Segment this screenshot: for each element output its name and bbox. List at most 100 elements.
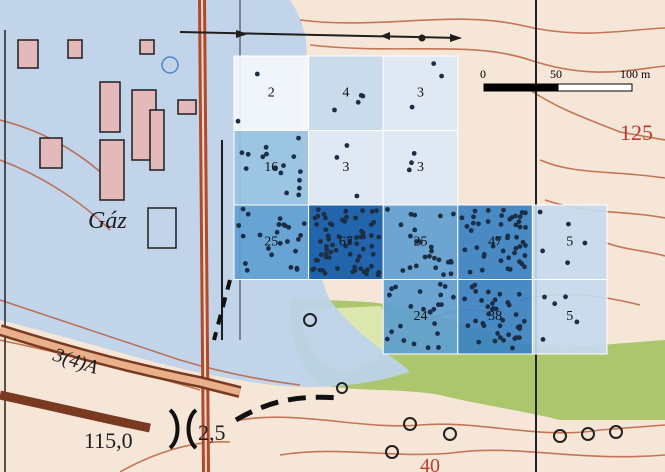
observation-point (495, 331, 500, 336)
observation-point (332, 107, 337, 113)
observation-point (445, 259, 451, 265)
observation-point (297, 177, 302, 183)
observation-point (376, 234, 382, 240)
observation-point (375, 272, 381, 278)
observation-point (467, 269, 473, 275)
observation-point (347, 251, 353, 257)
observation-point (344, 214, 349, 220)
observation-point (505, 233, 511, 239)
cell-count-label: 5 (566, 309, 573, 324)
observation-point (315, 207, 321, 213)
observation-point (288, 265, 294, 270)
observation-point (462, 247, 468, 253)
observation-point (409, 160, 414, 166)
observation-point (245, 151, 251, 157)
scale-tick-100: 100 m (620, 67, 651, 81)
observation-point (356, 254, 362, 259)
observation-point (293, 248, 298, 254)
observation-point (462, 296, 467, 302)
observation-point (245, 211, 251, 217)
observation-point (374, 208, 379, 214)
cell-count-label: 3 (342, 160, 349, 175)
bridge-symbol (168, 408, 198, 450)
road-fill (0, 326, 241, 396)
observation-point (385, 207, 390, 212)
observation-point (486, 311, 492, 317)
observation-point (474, 245, 480, 251)
observation-point (339, 217, 345, 223)
observation-point (473, 289, 479, 294)
observation-point (355, 258, 360, 263)
observation-point (425, 345, 431, 351)
observation-point (427, 309, 433, 315)
grid-cell[interactable] (531, 279, 608, 355)
observation-point (512, 250, 517, 256)
observation-point (298, 169, 303, 175)
observation-point (235, 118, 241, 124)
observation-point (582, 240, 588, 246)
observation-point (369, 243, 375, 249)
observation-point (298, 233, 303, 238)
observation-point (517, 244, 523, 249)
observation-point (294, 267, 300, 272)
observation-point (314, 221, 320, 227)
observation-point (523, 225, 528, 230)
observation-point (517, 214, 523, 220)
observation-point (517, 323, 523, 329)
observation-point (354, 193, 360, 199)
observation-point (412, 227, 418, 233)
power-pole (418, 34, 426, 42)
observation-point (358, 266, 364, 272)
observation-point (491, 306, 496, 311)
observation-point (479, 298, 484, 303)
observation-point (323, 227, 329, 233)
observation-point (315, 213, 321, 219)
grid-cell[interactable] (382, 55, 459, 131)
grid-cell[interactable] (382, 130, 459, 206)
cell-count-label: 25 (264, 235, 278, 250)
observation-point (324, 246, 329, 252)
observation-point (431, 61, 437, 66)
observation-point (369, 263, 374, 269)
observation-point (442, 284, 448, 289)
observation-point (409, 104, 415, 110)
observation-point (497, 323, 503, 329)
observation-point (296, 237, 301, 242)
observation-point (451, 294, 456, 300)
observation-point (350, 269, 356, 275)
observation-point (243, 261, 248, 266)
observation-point (400, 268, 406, 273)
observation-point (369, 209, 375, 214)
observation-point (435, 331, 440, 336)
power-line-arrow (450, 34, 462, 42)
observation-point (336, 234, 342, 240)
observation-points (235, 61, 588, 351)
observation-point (540, 337, 546, 342)
observation-point (296, 192, 302, 198)
observation-point (437, 281, 443, 287)
observation-point (266, 246, 271, 251)
observation-point (481, 323, 487, 329)
observation-point (428, 244, 434, 250)
observation-point (537, 209, 543, 215)
observation-point (296, 135, 301, 141)
observation-point (522, 264, 527, 270)
observation-point (323, 251, 329, 257)
observation-point (263, 144, 269, 150)
observation-point (315, 258, 320, 263)
observation-point (285, 239, 290, 244)
observation-point (433, 265, 439, 271)
observation-point (333, 247, 339, 253)
observation-point (520, 239, 526, 245)
observation-point (500, 317, 506, 323)
observation-point (485, 289, 491, 295)
cell-count-label: 3 (417, 160, 424, 175)
observation-point (512, 336, 518, 341)
grid-cell[interactable] (308, 130, 384, 206)
observation-point (240, 206, 246, 212)
observation-point (563, 294, 568, 300)
observation-point (243, 166, 249, 172)
observation-point (565, 260, 570, 266)
observation-point (260, 154, 266, 160)
